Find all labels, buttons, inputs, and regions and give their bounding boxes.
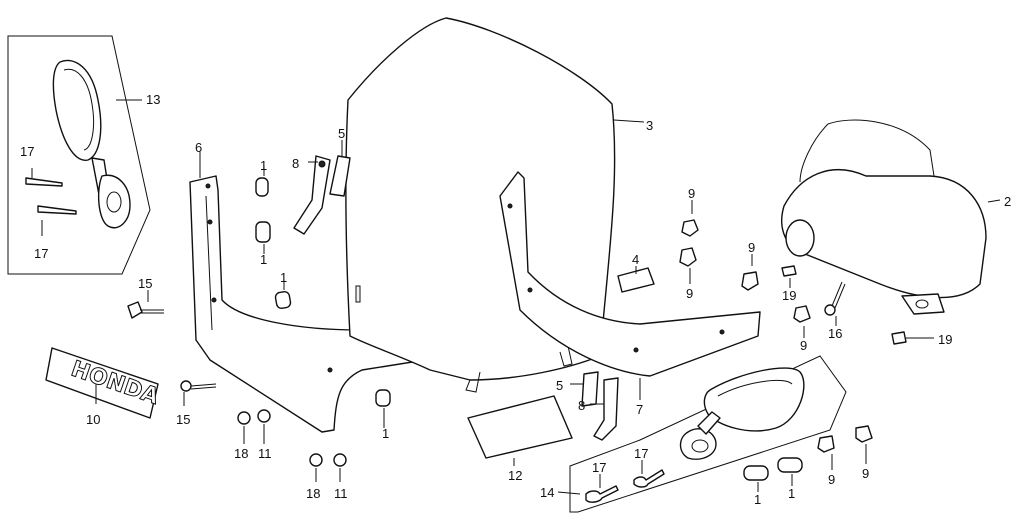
nut-9-e (817, 435, 835, 470)
callout-1-f: 1 (788, 486, 795, 501)
callout-3: 3 (646, 118, 653, 133)
callout-labels: 13 17 17 15 15 10 6 1 1 1 1 8 5 3 4 9 9 … (20, 92, 1011, 507)
washer-19-a (781, 265, 797, 288)
mirror-right-assembly (557, 355, 847, 513)
callout-9-e: 9 (828, 472, 835, 487)
callout-1-d: 1 (382, 426, 389, 441)
callout-2: 2 (1004, 194, 1011, 209)
clip-8-upper (293, 155, 331, 235)
callout-5-a: 5 (338, 126, 345, 141)
collar-1-b (255, 221, 271, 254)
callout-9-a: 9 (688, 186, 695, 201)
callout-9-c: 9 (748, 240, 755, 255)
callout-15-a: 15 (138, 276, 152, 291)
callout-1-e: 1 (754, 492, 761, 507)
callout-1-c: 1 (280, 270, 287, 285)
callout-1-b: 1 (260, 252, 267, 267)
nut-9-d (793, 305, 811, 338)
callout-13: 13 (146, 92, 160, 107)
callout-14: 14 (540, 485, 554, 500)
callout-17-c: 17 (592, 460, 606, 475)
callout-17-b: 17 (34, 246, 48, 261)
callout-8-b: 8 (578, 398, 585, 413)
callout-9-b: 9 (686, 286, 693, 301)
callout-8-a: 8 (292, 156, 299, 171)
callout-19-b: 19 (938, 332, 952, 347)
nut-9-f (855, 425, 873, 464)
callout-17-a: 17 (20, 144, 34, 159)
callout-11-b: 11 (334, 486, 348, 501)
callout-18-a: 18 (234, 446, 248, 461)
honda-emblem-part: HONDA (45, 347, 162, 419)
callout-12: 12 (508, 468, 522, 483)
callout-7: 7 (636, 402, 643, 417)
rubber-strip-4 (617, 266, 655, 293)
nut-11-a (257, 409, 271, 444)
meter-case-2 (781, 119, 1001, 315)
mirror-left-assembly (7, 35, 151, 275)
callout-10: 10 (86, 412, 100, 427)
callout-9-f: 9 (862, 466, 869, 481)
nut-9-b (679, 247, 697, 284)
bolt-16 (824, 281, 846, 326)
clip-8-lower (590, 377, 619, 441)
fairing-stay-7 (499, 171, 761, 400)
bolt-15-upper (127, 290, 164, 319)
nut-11-b (333, 453, 347, 482)
plate-12 (467, 395, 573, 466)
callout-9-d: 9 (800, 338, 807, 353)
callout-11-a: 11 (258, 446, 272, 461)
callout-1-a: 1 (260, 158, 267, 173)
callout-17-d: 17 (634, 446, 648, 461)
nut-9-c (741, 254, 759, 291)
nut-9-a (681, 200, 699, 237)
collar-1-c (274, 280, 292, 310)
washer-18-b (309, 453, 323, 482)
spacer-5-upper (329, 140, 351, 197)
callout-19-a: 19 (782, 288, 796, 303)
callout-6: 6 (195, 140, 202, 155)
callout-4: 4 (632, 252, 639, 267)
collar-1-a (255, 166, 269, 197)
bolt-15-lower (180, 380, 217, 406)
callout-5-b: 5 (556, 378, 563, 393)
washer-18-a (237, 411, 251, 444)
callout-15-b: 15 (176, 412, 190, 427)
callout-18-b: 18 (306, 486, 320, 501)
washer-19-b (891, 331, 934, 345)
callout-16: 16 (828, 326, 842, 341)
collar-1-d (375, 389, 391, 428)
